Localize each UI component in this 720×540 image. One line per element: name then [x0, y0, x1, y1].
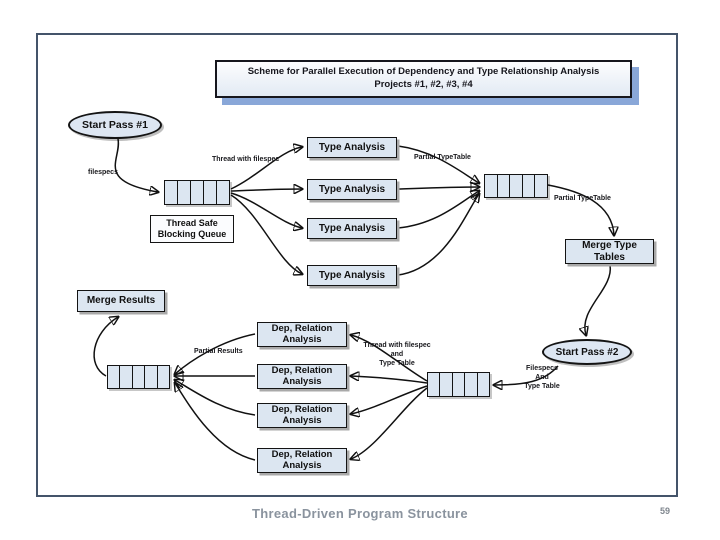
slide-page-number: 59 [659, 506, 670, 516]
dep-line2: Analysis [282, 375, 322, 387]
type-analysis-box-1: Type Analysis [307, 137, 397, 158]
merge-type-tables-box: Merge Type Tables [565, 239, 654, 264]
dep-line1: Dep, Relation [271, 364, 333, 376]
thread-safe-blocking-queue-label: Thread Safe Blocking Queue [150, 215, 234, 243]
dep-relation-analysis-box-2: Dep, Relation Analysis [257, 364, 347, 389]
arrow-queue3-to-dep2 [351, 376, 428, 384]
merge-results-box: Merge Results [77, 290, 165, 312]
start-pass-1-node: Start Pass #1 [68, 111, 162, 139]
queue-cell [204, 181, 217, 204]
queue-cell [510, 175, 523, 197]
thread-with-filespec-and-type-table-label: Thread with filespec and Type Table [352, 342, 442, 368]
dep-line1: Dep, Relation [271, 448, 333, 460]
arrow-queue1-to-type3 [230, 192, 302, 228]
arrow-queue3-to-dep4 [351, 387, 428, 459]
slide-footer-caption: Thread-Driven Program Structure [252, 506, 468, 521]
blocking-queue-2 [484, 174, 548, 198]
fatt-line1: Filespecs [526, 365, 558, 372]
type-analysis-box-4: Type Analysis [307, 265, 397, 286]
dep-line2: Analysis [282, 459, 322, 471]
merge-type-line1: Merge Type [582, 240, 637, 252]
queue-cell [120, 366, 133, 388]
type-analysis-label: Type Analysis [318, 141, 386, 153]
blocking-queue-1 [164, 180, 230, 205]
arrow-type2-to-queue2 [397, 187, 479, 189]
arrow-type4-to-queue2 [397, 194, 479, 276]
arrow-queue3-to-dep3 [351, 385, 428, 414]
queue-cell [485, 175, 498, 197]
slide-canvas: Scheme for Parallel Execution of Depende… [36, 33, 678, 497]
queue-cell [132, 366, 146, 388]
arrow-type1-to-queue2 [397, 145, 479, 183]
queue-cell [465, 373, 478, 396]
type-analysis-box-3: Type Analysis [307, 218, 397, 239]
queue-cell [217, 181, 229, 204]
partial-results-label: Partial Results [194, 348, 243, 355]
blocking-queue-3 [427, 372, 490, 397]
thread-with-filespec-label: Thread with filespec [212, 156, 280, 163]
blocking-queue-4 [107, 365, 170, 389]
queue-cell [497, 175, 511, 197]
arrow-queue1-to-type4 [230, 194, 302, 274]
queue-cell [428, 373, 441, 396]
arrow-start1-to-queue1 [114, 138, 158, 192]
dep-line1: Dep, Relation [271, 403, 333, 415]
arrow-queue1-to-type2 [230, 189, 302, 191]
tsbq-line1: Thread Safe [166, 218, 218, 228]
queue-cell [452, 373, 466, 396]
diagram-title-line2: Projects #1, #2, #3, #4 [374, 79, 473, 90]
start-pass-2-node: Start Pass #2 [542, 339, 632, 365]
start-pass-2-label: Start Pass #2 [555, 346, 619, 358]
dep-line1: Dep, Relation [271, 322, 333, 334]
arrow-type3-to-queue2 [397, 191, 479, 229]
dep-line2: Analysis [282, 333, 322, 345]
twftt-line3: Type Table [379, 359, 415, 367]
arrow-merge-type-to-start2 [585, 264, 611, 335]
dep-relation-analysis-box-3: Dep, Relation Analysis [257, 403, 347, 428]
type-analysis-box-2: Type Analysis [307, 179, 397, 200]
queue-cell [477, 373, 490, 396]
partial-typetable-label-top: Partial TypeTable [414, 154, 471, 161]
queue-cell [157, 366, 170, 388]
diagram-title-line1: Scheme for Parallel Execution of Depende… [247, 66, 600, 78]
tsbq-line2: Blocking Queue [157, 228, 227, 239]
diagram-title: Scheme for Parallel Execution of Depende… [215, 60, 632, 98]
dep-relation-analysis-box-1: Dep, Relation Analysis [257, 322, 347, 347]
queue-cell [108, 366, 121, 388]
partial-typetable-label-right: Partial TypeTable [554, 195, 611, 202]
arrow-queue2-to-merge-type [547, 184, 614, 235]
queue-cell [145, 366, 158, 388]
arrow-dep3-to-queue4 [175, 380, 256, 416]
queue-cell [535, 175, 547, 197]
type-analysis-label: Type Analysis [318, 222, 386, 234]
fatt-line2: And [535, 373, 549, 381]
twftt-line1: Thread with filespec [363, 342, 431, 349]
dep-relation-analysis-box-4: Dep, Relation Analysis [257, 448, 347, 473]
start-pass-1-label: Start Pass #1 [82, 119, 148, 131]
type-analysis-label: Type Analysis [318, 183, 386, 195]
arrow-queue1-to-type1 [230, 147, 302, 190]
merge-type-line2: Tables [594, 251, 625, 263]
queue-cell [191, 181, 204, 204]
queue-cell [522, 175, 536, 197]
queue-cell [165, 181, 178, 204]
filespecs-and-type-table-label: Filespecs And Type Table [506, 365, 578, 391]
fatt-line3: Type Table [524, 382, 560, 390]
queue-cell [178, 181, 191, 204]
arrow-dep4-to-queue4 [175, 383, 256, 461]
dep-line2: Analysis [282, 414, 322, 426]
merge-results-label: Merge Results [86, 295, 156, 307]
diagram-area: Scheme for Parallel Execution of Depende… [38, 35, 676, 495]
type-analysis-label: Type Analysis [318, 269, 386, 281]
queue-cell [440, 373, 453, 396]
twftt-line2: and [390, 350, 404, 358]
filespecs-label: filespecs [88, 169, 118, 176]
